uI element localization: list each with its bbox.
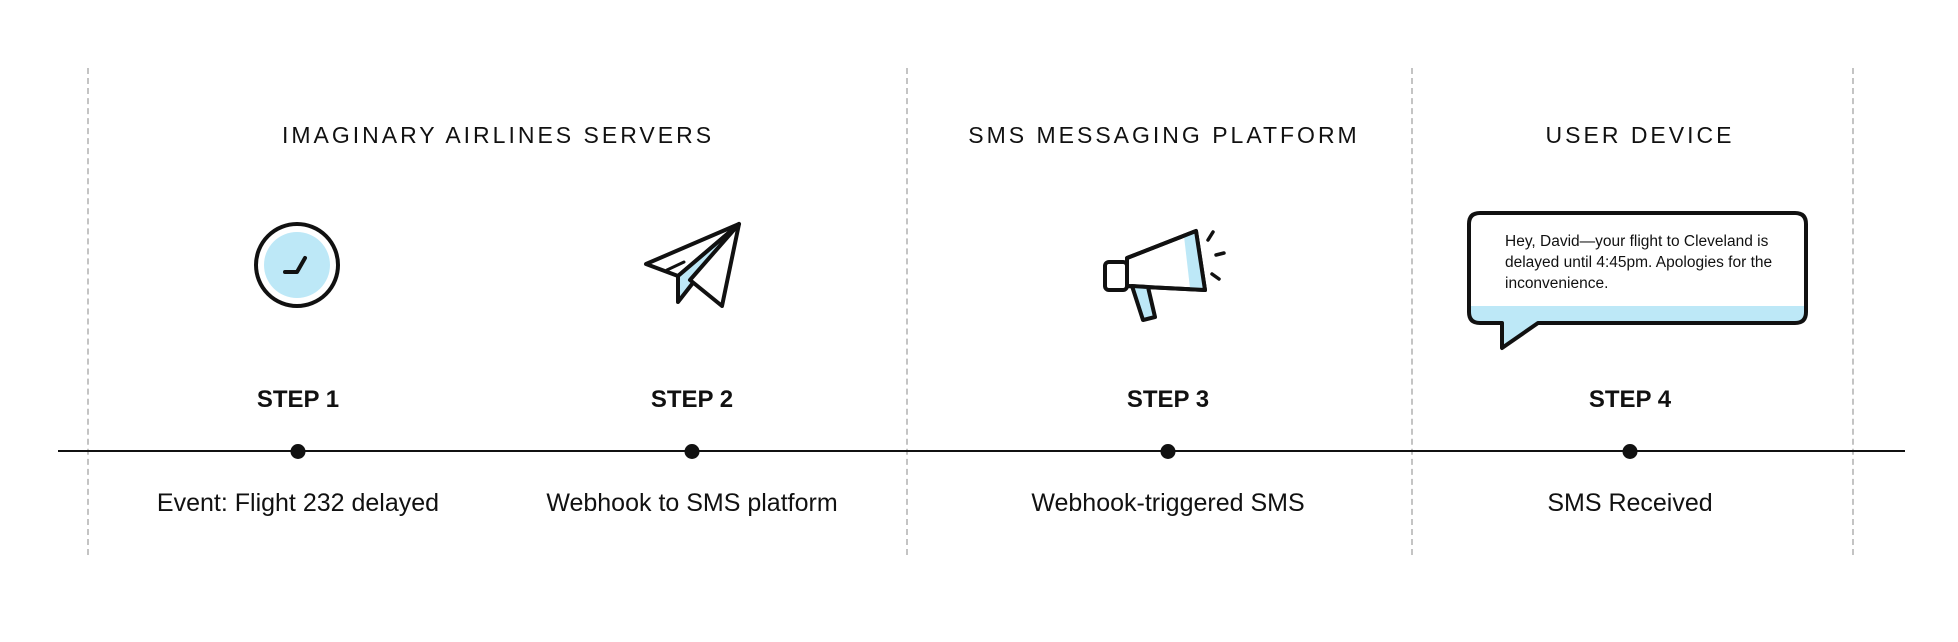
- timeline-dot-step-1: [290, 444, 306, 459]
- section-divider: [87, 68, 89, 555]
- section-divider: [1411, 68, 1413, 555]
- section-title-user-device: USER DEVICE: [1545, 122, 1735, 148]
- step-1-label: STEP 1: [256, 386, 340, 413]
- step-4-label: STEP 4: [1588, 386, 1672, 413]
- sms-message-text: Hey, David—your flight to Cleveland is d…: [1505, 233, 1773, 292]
- step-4-event: SMS Received: [1547, 489, 1713, 517]
- timeline-dot-step-4: [1622, 444, 1638, 459]
- megaphone-icon: [1103, 229, 1226, 322]
- speech-bubble-icon: [1467, 211, 1808, 350]
- clock-icon: [254, 222, 340, 308]
- step-3-label: STEP 3: [1126, 386, 1210, 413]
- step-3-event: Webhook-triggered SMS: [1031, 489, 1305, 517]
- step-2-event: Webhook to SMS platform: [546, 489, 838, 517]
- step-2-label: STEP 2: [650, 386, 734, 413]
- timeline-dot-step-3: [1160, 444, 1176, 459]
- timeline-dot-step-2: [684, 444, 700, 459]
- section-title-sms-platform: SMS MESSAGING PLATFORM: [968, 122, 1360, 148]
- step-1-event: Event: Flight 232 delayed: [156, 489, 440, 517]
- paper-plane-icon: [644, 222, 741, 308]
- timeline-axis: [58, 450, 1905, 452]
- section-divider: [906, 68, 908, 555]
- section-divider: [1852, 68, 1854, 555]
- section-title-airline-servers: IMAGINARY AIRLINES SERVERS: [281, 122, 715, 148]
